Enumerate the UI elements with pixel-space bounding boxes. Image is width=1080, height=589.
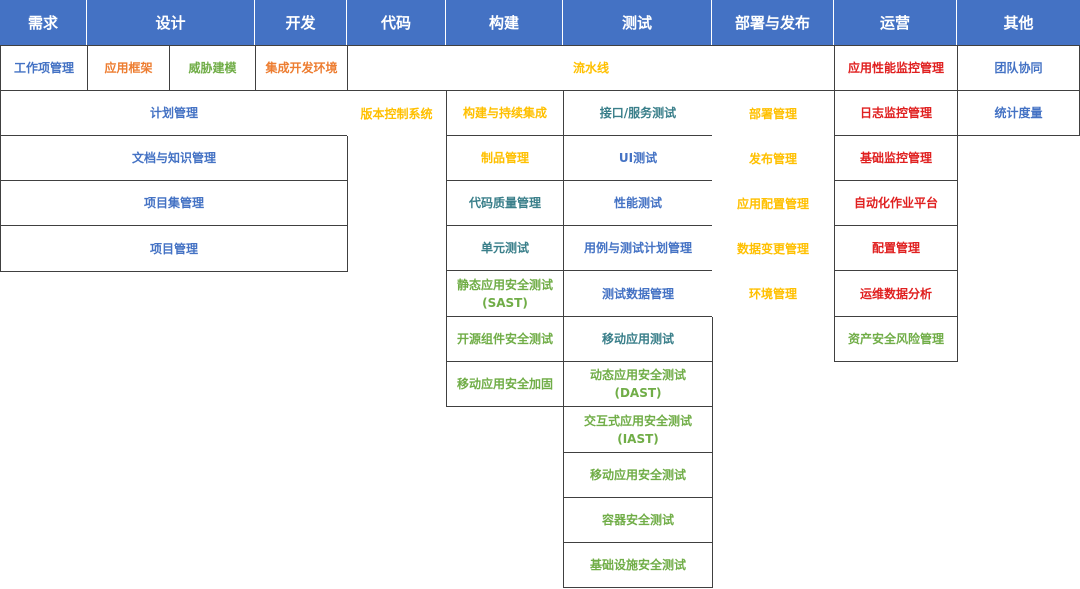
cell-app-framework: 应用框架 <box>87 45 170 91</box>
cell-ops-data-analytics: 运维数据分析 <box>834 270 958 317</box>
cell-apm: 应用性能监控管理 <box>834 45 958 91</box>
cell-testcase-plan-mgmt: 用例与测试计划管理 <box>563 225 713 271</box>
header-design: 设计 <box>87 0 255 45</box>
cell-asset-security-risk: 资产安全风险管理 <box>834 316 958 362</box>
sast-label-line1: 静态应用安全测试 <box>456 277 553 292</box>
cell-release-mgmt: 发布管理 <box>712 136 834 181</box>
cell-metrics: 统计度量 <box>957 90 1080 136</box>
cell-env-mgmt: 环境管理 <box>712 271 834 317</box>
header-operations: 运营 <box>834 0 957 45</box>
cell-mobile-app-hardening: 移动应用安全加固 <box>446 361 564 407</box>
cell-ui-test: UI测试 <box>563 135 713 181</box>
iast-label-line2: (IAST) <box>617 431 659 446</box>
sast-label-line2: (SAST) <box>482 295 528 310</box>
cell-version-control: 版本控制系统 <box>347 91 446 136</box>
cell-doc-knowledge-mgmt: 文档与知识管理 <box>0 135 348 181</box>
cell-container-security-test: 容器安全测试 <box>563 497 713 543</box>
cell-portfolio-mgmt: 项目集管理 <box>0 180 348 226</box>
cell-sast: 静态应用安全测试 (SAST) <box>446 270 564 317</box>
cell-app-config-mgmt: 应用配置管理 <box>712 181 834 226</box>
header-build: 构建 <box>446 0 563 45</box>
dast-label-line2: (DAST) <box>614 386 662 400</box>
cell-work-item-mgmt: 工作项管理 <box>0 45 88 91</box>
cell-config-mgmt: 配置管理 <box>834 225 958 271</box>
cell-team-collab: 团队协同 <box>957 45 1080 91</box>
cell-plan-mgmt: 计划管理 <box>0 90 348 136</box>
header-deploy-release: 部署与发布 <box>712 0 834 45</box>
cell-oss-security-test: 开源组件安全测试 <box>446 316 564 362</box>
cell-build-ci: 构建与持续集成 <box>446 90 564 136</box>
cell-project-mgmt: 项目管理 <box>0 225 348 272</box>
iast-label-line1: 交互式应用安全测试 <box>583 413 692 428</box>
cell-api-service-test: 接口/服务测试 <box>563 90 713 136</box>
cell-mobile-app-test: 移动应用测试 <box>563 316 713 362</box>
cell-automation-platform: 自动化作业平台 <box>834 180 958 226</box>
cell-iast: 交互式应用安全测试 (IAST) <box>563 406 713 453</box>
dast-label-line1: 动态应用安全测试 <box>589 368 686 382</box>
cell-deploy-mgmt: 部署管理 <box>712 91 834 136</box>
cell-code-quality: 代码质量管理 <box>446 180 564 226</box>
cell-log-monitoring: 日志监控管理 <box>834 90 958 136</box>
header-code: 代码 <box>347 0 446 45</box>
cell-infra-security-test: 基础设施安全测试 <box>563 542 713 588</box>
header-testing: 测试 <box>563 0 712 45</box>
cell-pipeline: 流水线 <box>347 45 835 91</box>
cell-artifact-mgmt: 制品管理 <box>446 135 564 181</box>
cell-data-change-mgmt: 数据变更管理 <box>712 226 834 271</box>
cell-unit-test: 单元测试 <box>446 225 564 271</box>
cell-performance-test: 性能测试 <box>563 180 713 226</box>
cell-dast: 动态应用安全测试 (DAST) <box>563 361 713 407</box>
cell-mobile-security-test: 移动应用安全测试 <box>563 452 713 498</box>
header-requirements: 需求 <box>0 0 87 45</box>
cell-infra-monitoring: 基础监控管理 <box>834 135 958 181</box>
cell-threat-modeling: 威胁建模 <box>169 45 256 91</box>
header-other: 其他 <box>957 0 1080 45</box>
header-development: 开发 <box>255 0 347 45</box>
cell-test-data-mgmt: 测试数据管理 <box>563 270 713 317</box>
cell-integrated-dev-env: 集成开发环境 <box>255 45 348 91</box>
